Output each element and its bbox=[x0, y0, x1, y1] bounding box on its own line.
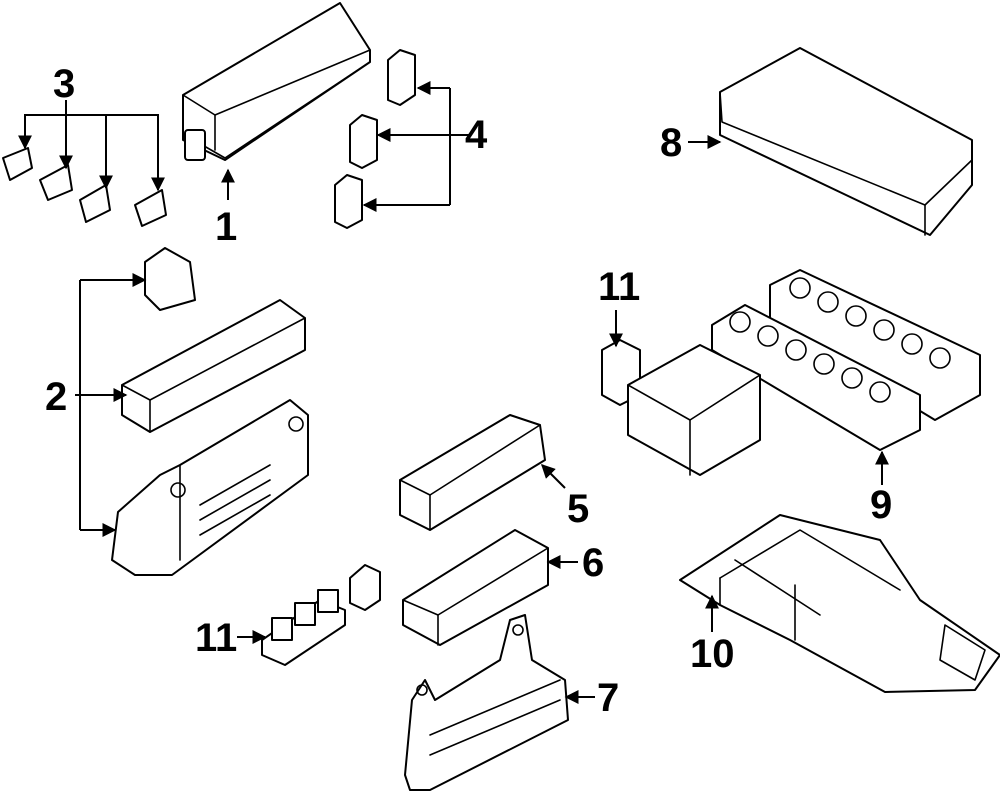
callout-10: 10 bbox=[690, 632, 735, 676]
part-11-relays-right bbox=[601, 339, 761, 476]
part-9-fuse-holders bbox=[711, 269, 981, 451]
part-10-fuse-box-tray bbox=[679, 514, 1000, 693]
callout-1: 1 bbox=[215, 205, 237, 249]
part-7-bracket bbox=[404, 614, 569, 791]
callout-2: 2 bbox=[45, 375, 67, 419]
callout-3: 3 bbox=[53, 62, 75, 106]
callout-5: 5 bbox=[567, 487, 589, 531]
part-1-fuse-box-cover bbox=[182, 2, 371, 161]
leader-lines bbox=[18, 81, 889, 704]
part-3-blade-fuses bbox=[2, 147, 167, 227]
callout-11-right: 11 bbox=[598, 265, 640, 309]
part-8-large-cover bbox=[719, 47, 973, 236]
callout-4: 4 bbox=[465, 113, 488, 157]
callout-7: 7 bbox=[597, 676, 619, 720]
callout-8: 8 bbox=[660, 121, 682, 165]
callout-6: 6 bbox=[582, 541, 604, 585]
callout-9: 9 bbox=[870, 483, 892, 527]
part-5-relay-cover bbox=[399, 414, 546, 531]
part-2-relay-box-assembly bbox=[111, 247, 309, 576]
part-4-connectors bbox=[334, 49, 416, 229]
part-6-fuse-block bbox=[402, 529, 549, 646]
callout-11-left: 11 bbox=[195, 616, 237, 660]
part-11-relays-left bbox=[261, 564, 381, 666]
